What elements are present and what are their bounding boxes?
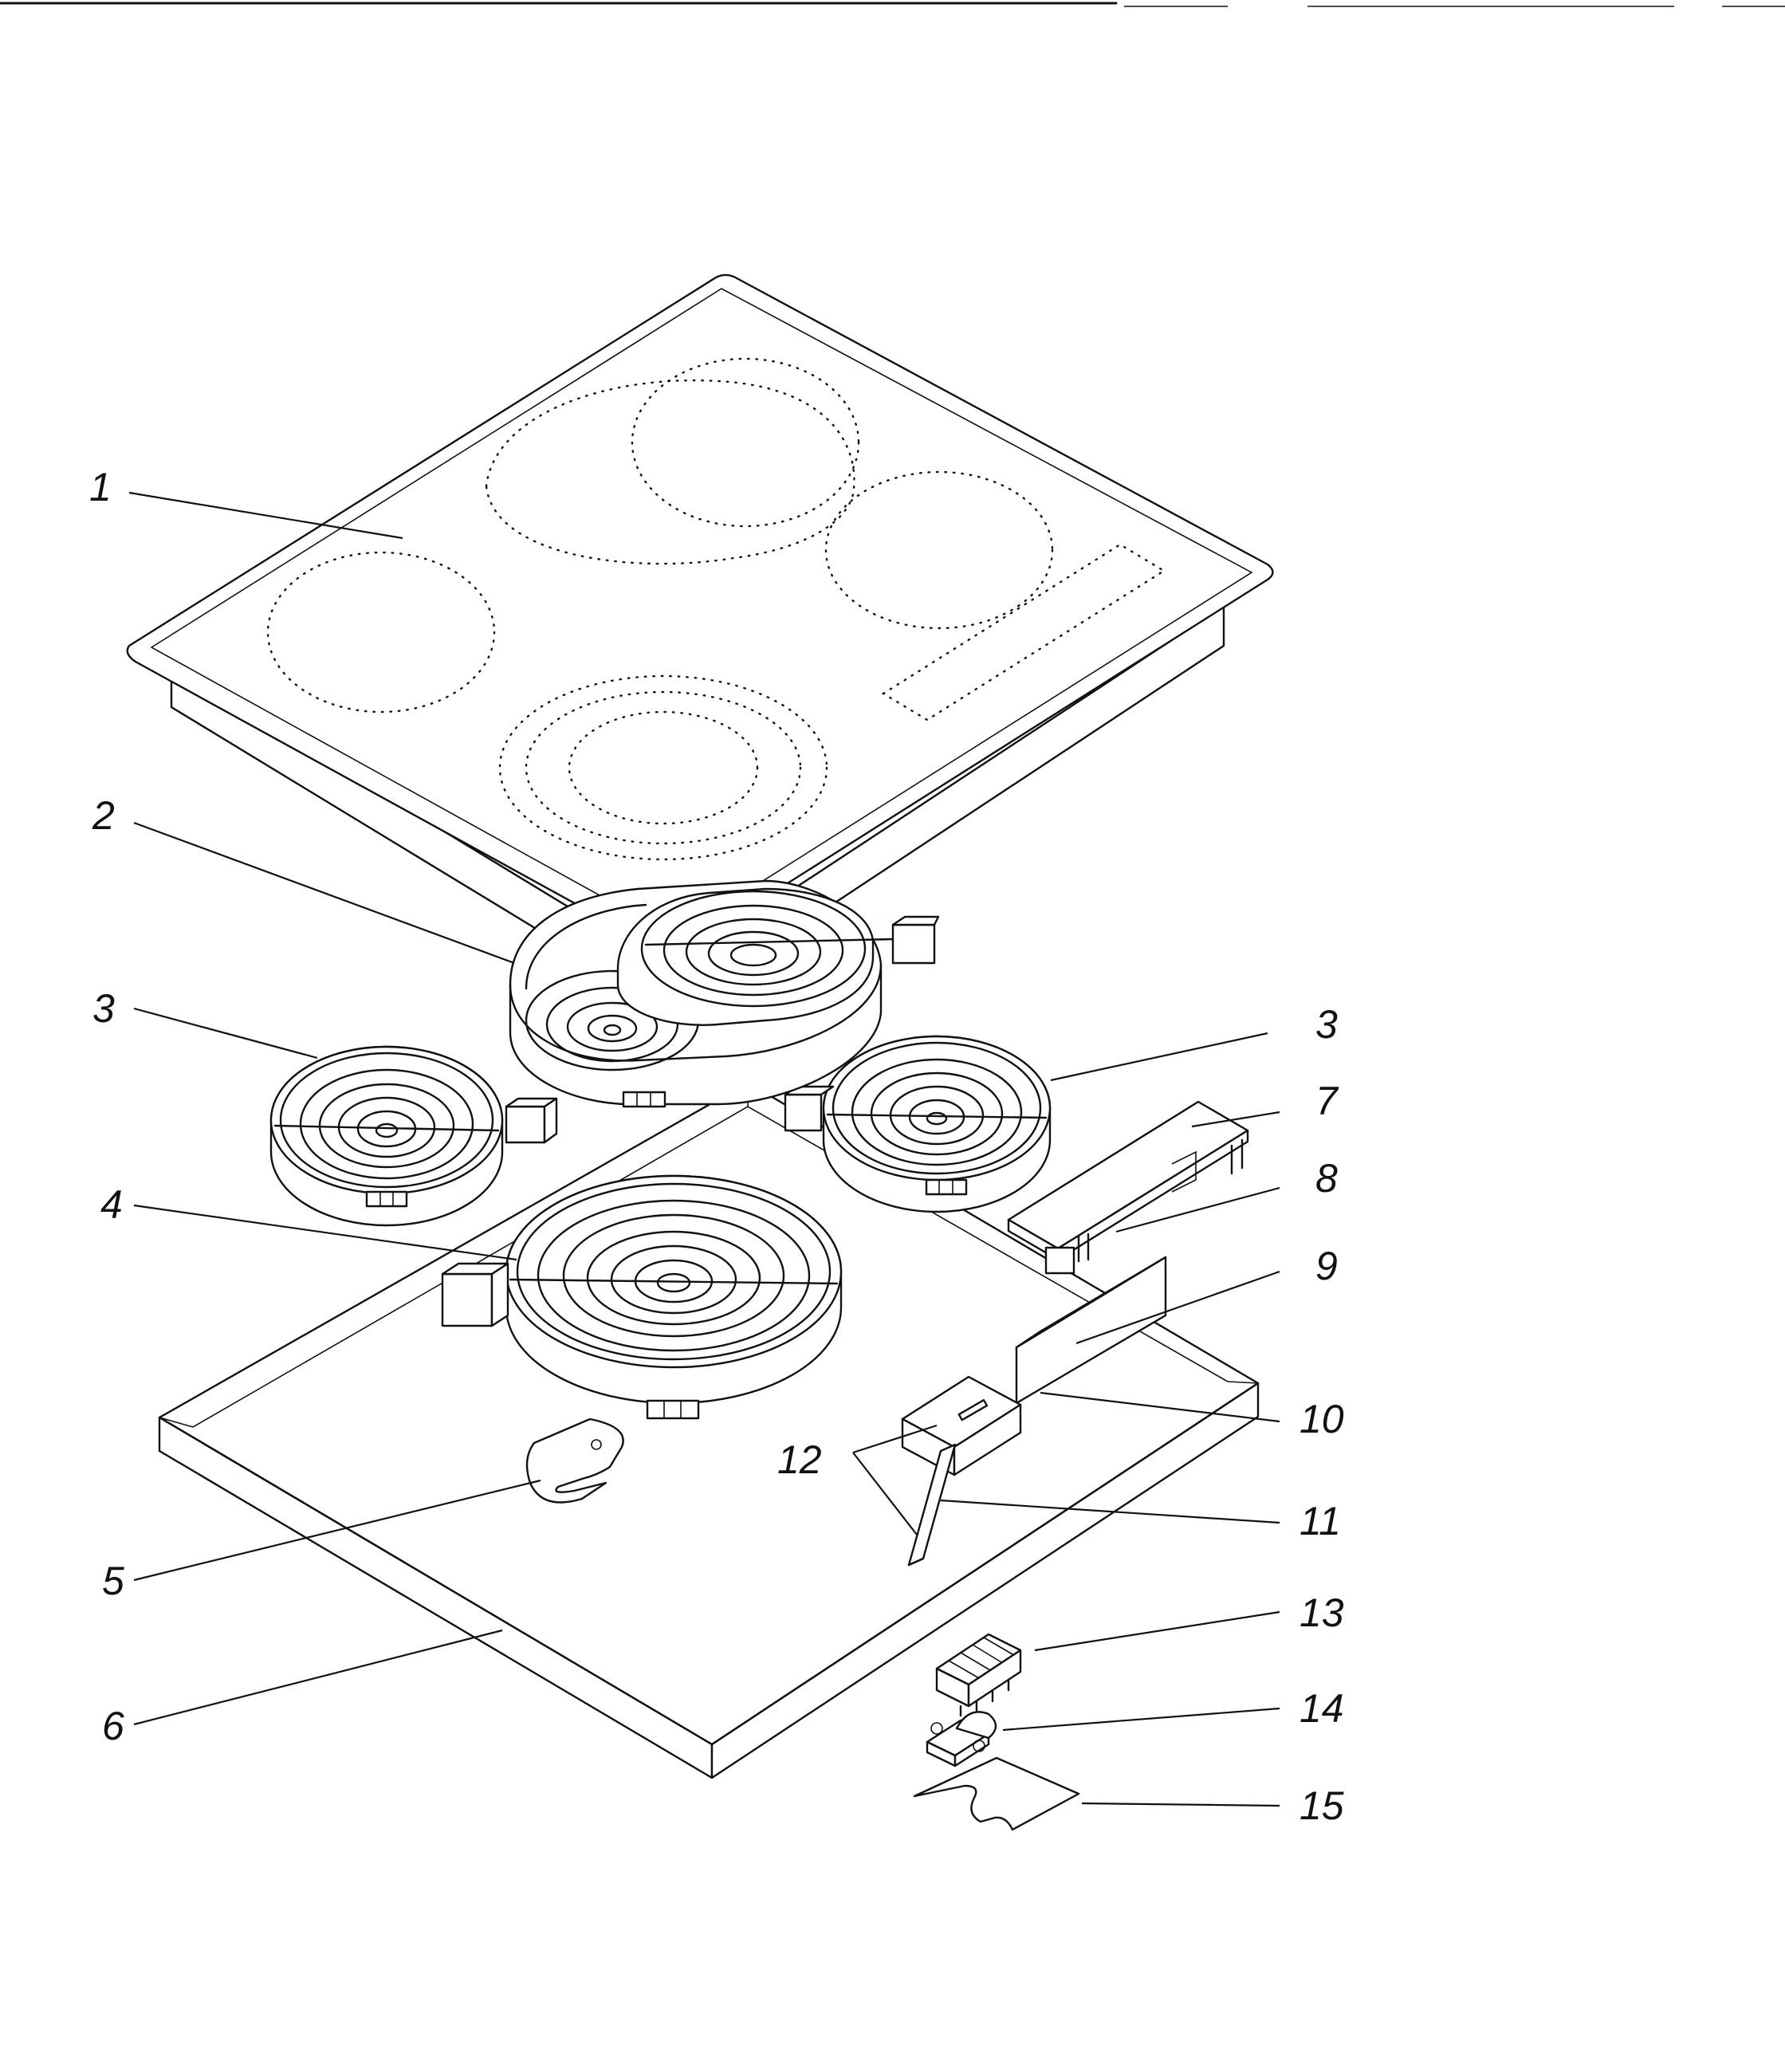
control-panel-zone	[881, 543, 1166, 721]
callout-4: 4	[100, 1182, 123, 1227]
part-5-clip	[525, 1417, 624, 1504]
part-4-large-radiant-element	[441, 1174, 843, 1420]
callout-2: 2	[92, 793, 115, 838]
callout-8: 8	[1315, 1156, 1338, 1201]
part-15-gasket	[913, 1756, 1080, 1831]
part-2-dual-oval-radiant-element	[509, 879, 940, 1108]
callout-labels: 1 2 3 3 4 7 8 9 10 11 12 5 6 13 14 15	[89, 465, 1344, 1828]
callout-3-right: 3	[1315, 1002, 1338, 1047]
callout-9: 9	[1315, 1244, 1338, 1288]
part-3-right-radiant-element	[784, 1035, 1052, 1213]
page-border-top	[0, 2, 1785, 7]
zone-right	[824, 470, 1054, 630]
part-9-10-housing-channel	[901, 1256, 1167, 1567]
part-7-control-board	[1007, 1100, 1249, 1275]
zone-front-left	[266, 551, 496, 714]
callout-10: 10	[1299, 1397, 1344, 1441]
zone-front-center-outer	[498, 674, 828, 861]
part-3-left-radiant-element	[269, 1045, 558, 1227]
callout-11: 11	[1299, 1499, 1341, 1543]
callout-1: 1	[89, 465, 112, 509]
leader-lines	[128, 491, 1280, 1807]
part-14-switch	[926, 1711, 997, 1767]
part-6-frame-tray	[158, 1081, 1260, 1779]
part-13-terminal-block	[935, 1633, 1022, 1717]
callout-3-left: 3	[92, 986, 115, 1031]
callout-5: 5	[102, 1559, 124, 1603]
callout-15: 15	[1299, 1783, 1344, 1828]
callout-12: 12	[777, 1437, 822, 1482]
callout-14: 14	[1299, 1686, 1344, 1731]
callout-6: 6	[102, 1704, 124, 1748]
callout-7: 7	[1315, 1079, 1339, 1123]
callout-13: 13	[1299, 1590, 1344, 1635]
